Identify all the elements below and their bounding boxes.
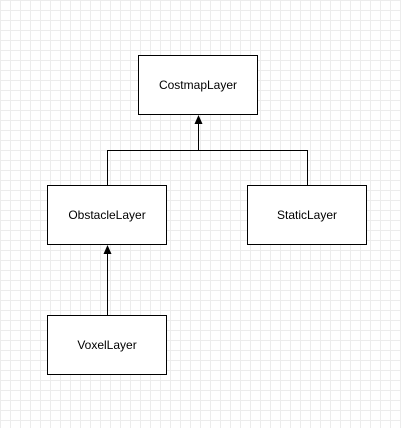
node-obstacle-layer-label: ObstacleLayer xyxy=(68,208,146,222)
node-voxel-layer-label: VoxelLayer xyxy=(77,338,137,352)
arrowhead-costmap xyxy=(194,115,203,124)
node-voxel-layer[interactable]: VoxelLayer xyxy=(47,315,167,375)
arrowhead-obstacle xyxy=(103,245,112,254)
node-obstacle-layer[interactable]: ObstacleLayer xyxy=(47,185,167,245)
node-costmap-layer[interactable]: CostmapLayer xyxy=(138,55,258,115)
node-static-layer[interactable]: StaticLayer xyxy=(247,185,367,245)
node-static-layer-label: StaticLayer xyxy=(276,208,338,222)
node-costmap-layer-label: CostmapLayer xyxy=(158,78,238,92)
